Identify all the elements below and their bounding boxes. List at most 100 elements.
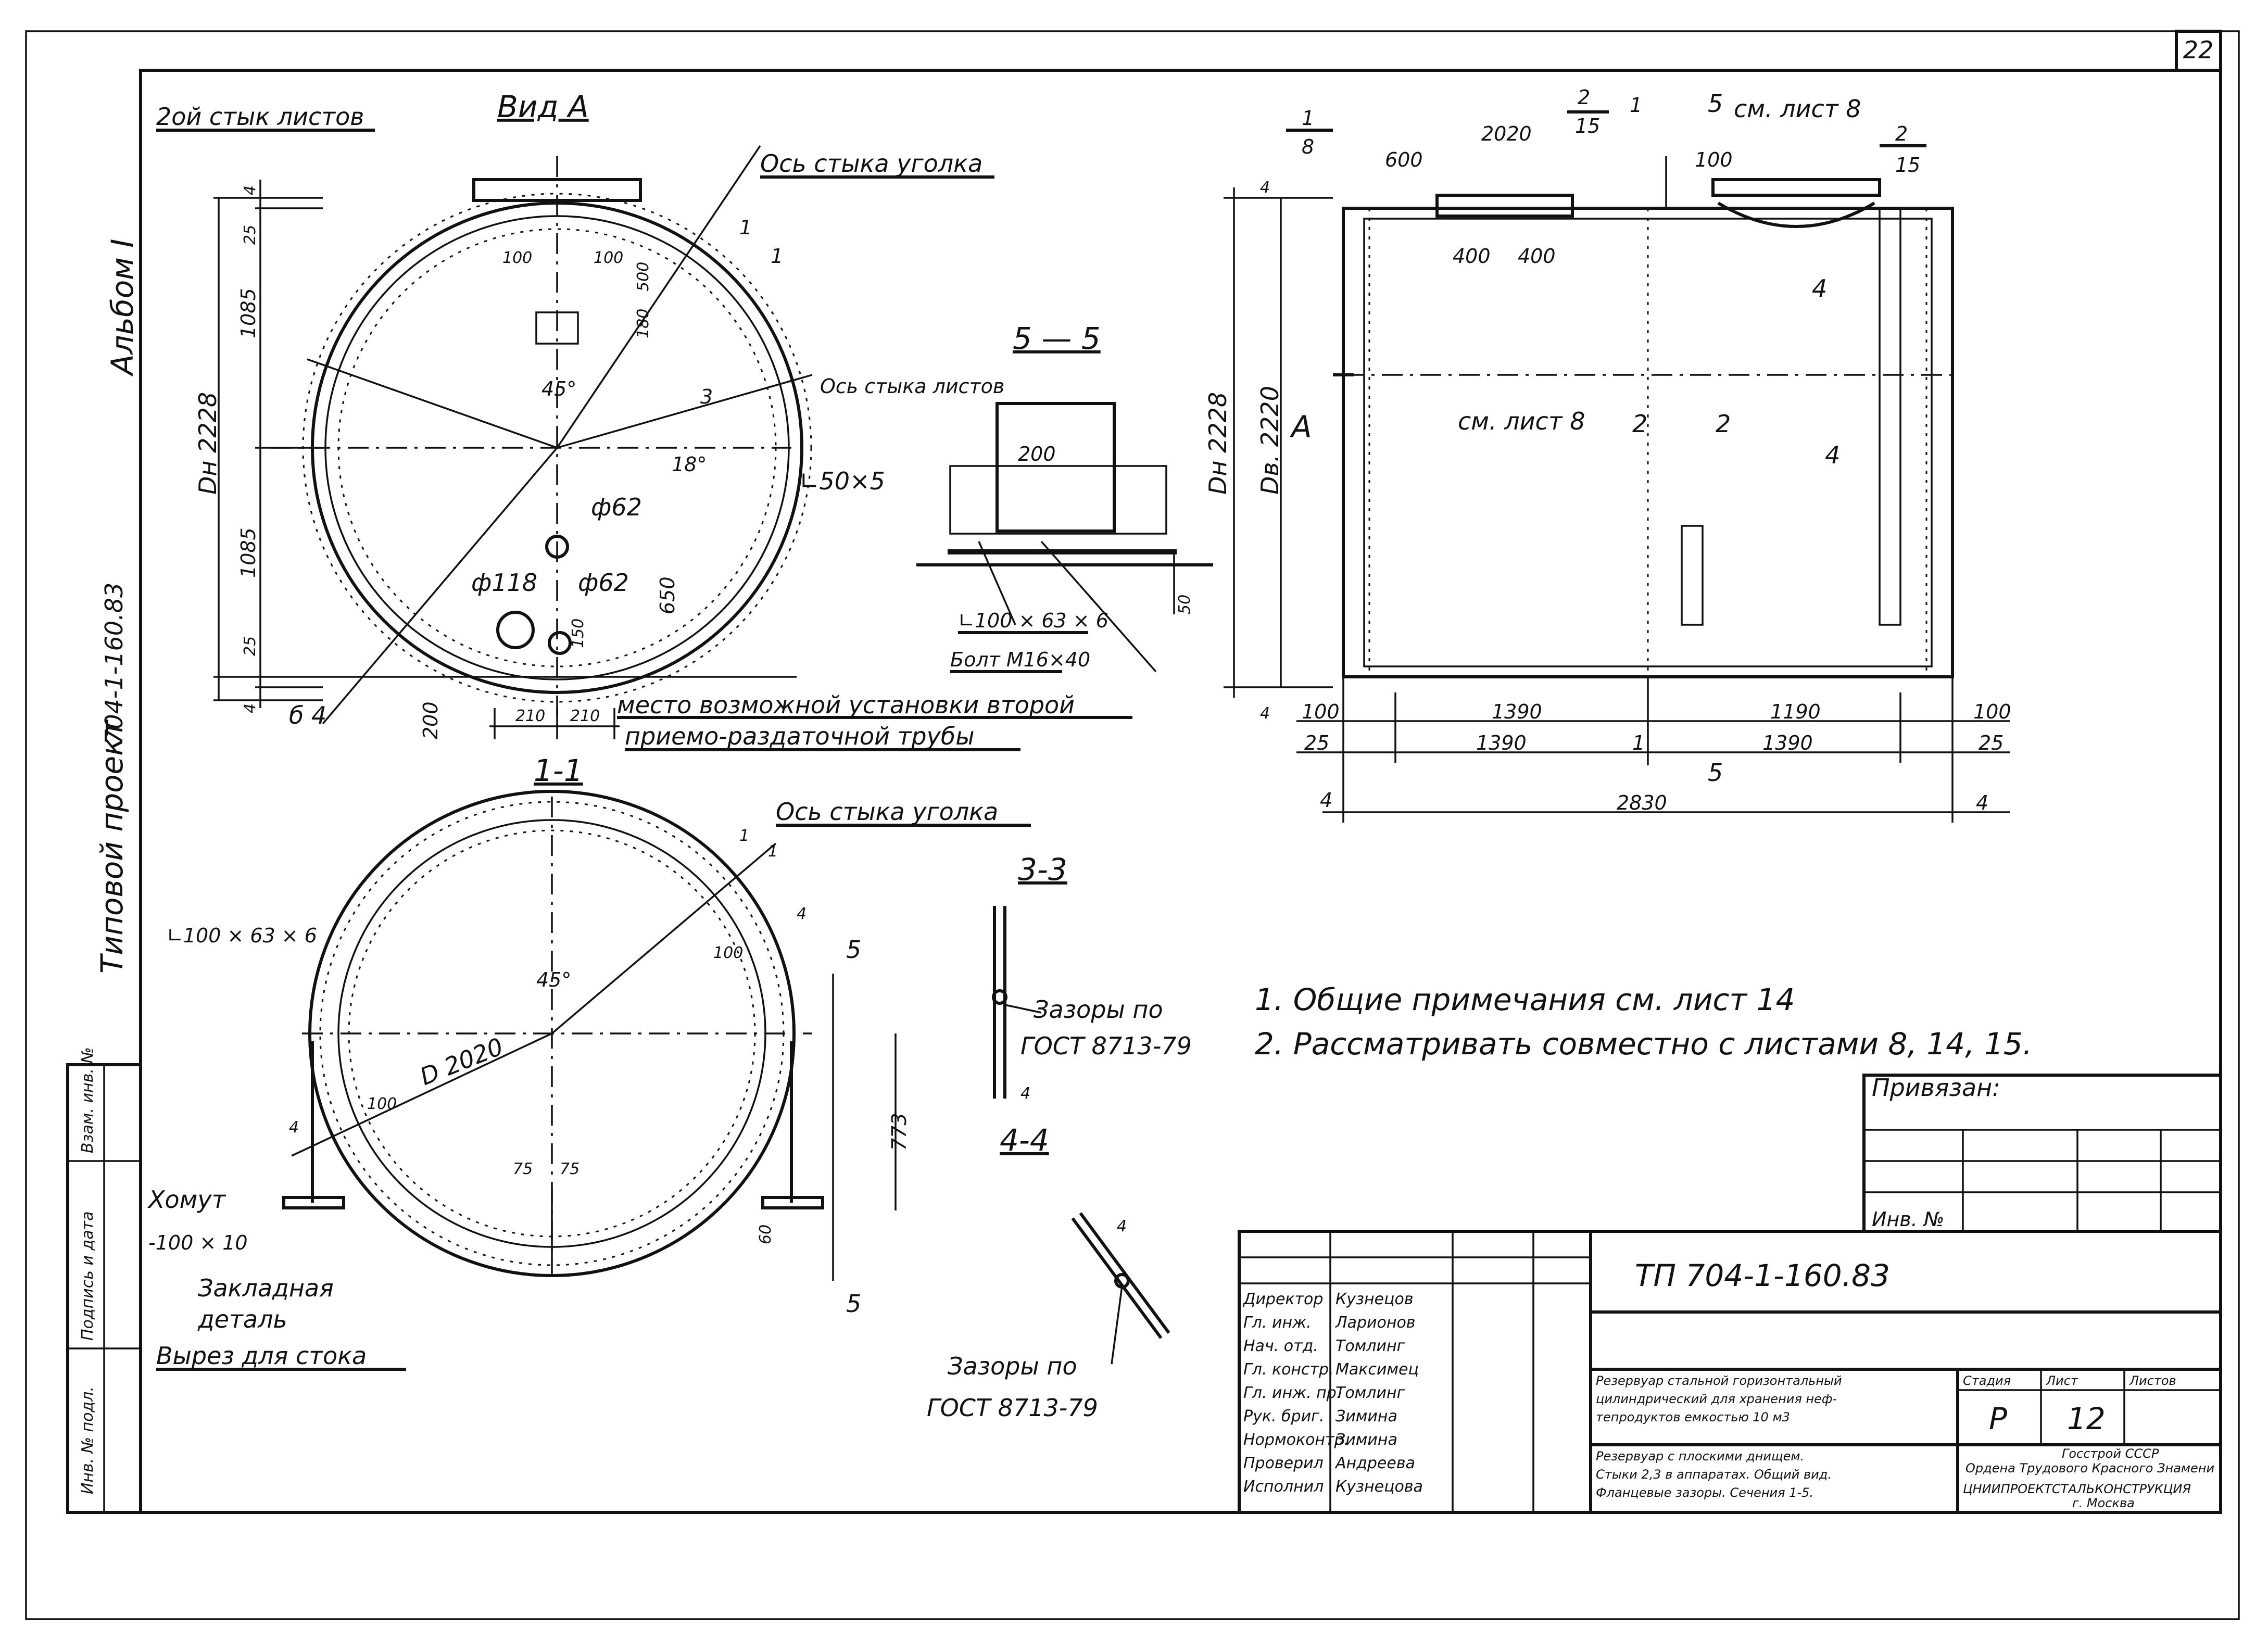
note-2: 2. Рассматривать совместно с листами 8, … (1255, 1026, 2032, 1062)
side-view-dim-5: 5 (1708, 759, 1723, 787)
side-view-dim-dv: Dв. 2220 (1256, 386, 1284, 495)
tb-bound-to: Привязан: (1872, 1074, 2000, 1102)
side-view-frac-2-15-b-den: 15 (1895, 154, 1920, 176)
tb-sheet-desc-3: Фланцевые зазоры. Сечения 1-5. (1596, 1485, 1813, 1500)
view-a-dim-1085-bot: 1085 (237, 527, 260, 578)
side-view-dim-4-bot: 4 (1260, 704, 1270, 723)
side-view-dim-25-r: 25 (1979, 731, 2004, 754)
side-view-dim-1390-c: 1390 (1762, 731, 1813, 754)
view-a-dim-150: 150 (569, 619, 587, 648)
tb-description-3: тепродуктов емкостью 10 м3 (1596, 1410, 1790, 1424)
view-a-dim-200: 200 (419, 701, 442, 739)
section-5-5-angle: ∟100 × 63 × 6 (958, 609, 1108, 632)
tb-sheet-desc-1: Резервуар с плоскими днищем. (1596, 1449, 1804, 1464)
section-1-1-dim-100-a: 100 (367, 1095, 397, 1113)
view-a-angle-45: 45° (541, 377, 576, 400)
tb-role-4: Гл. инж. пр. (1243, 1384, 1341, 1402)
tb-role-7: Проверил (1243, 1454, 1324, 1472)
section-1-1-dim-4-a: 4 (289, 1118, 299, 1137)
tb-role-1: Гл. инж. (1243, 1314, 1312, 1332)
side-view-dim-600: 600 (1385, 148, 1423, 171)
side-stamp-inv: Инв. № подл. (79, 1386, 97, 1494)
view-a-dim-180: 180 (634, 309, 652, 338)
side-stamp-sign: Подпись и дата (79, 1212, 97, 1341)
view-a-dim-6-4: б 4 (289, 701, 326, 729)
view-a-sheet-axis-label-1: Ось стыка листов (820, 375, 1004, 398)
side-view-dim-1: 1 (1632, 731, 1645, 754)
section-4-4-gap-1: Зазоры по (948, 1352, 1077, 1380)
tb-stage: Р (1989, 1401, 2007, 1436)
section-4-4-gap-2: ГОСТ 8713-79 (927, 1394, 1098, 1422)
section-5-5-bolt: Болт М16×40 (950, 648, 1090, 671)
tb-org-4: г. Москва (2072, 1496, 2135, 1510)
side-view-dim-4-r: 4 (1976, 791, 1988, 814)
section-1-1-embed-2: деталь (197, 1305, 287, 1333)
section-1-1-dim-4-b: 4 (797, 905, 807, 923)
view-a-phi62-a: ф62 (591, 493, 642, 521)
tb-name-8: Кузнецова (1335, 1478, 1423, 1496)
side-view-dim-100: 100 (1695, 148, 1733, 171)
section-1-1-angle: ∟100 × 63 × 6 (167, 924, 317, 947)
tb-doc-code: ТП 704-1-160.83 (1635, 1258, 1890, 1293)
view-a-angle-axis-label: Ось стыка уголка (760, 149, 982, 178)
section-1-1-dim-1-b: 1 (768, 842, 778, 861)
project-code: 704-1-160.83 (100, 583, 128, 745)
section-3-3-gap-1: Зазоры по (1034, 995, 1163, 1024)
section-5-5 (916, 402, 1213, 673)
view-a-title: Вид А (497, 89, 589, 124)
section-1-1-clamp: Хомут (147, 1185, 226, 1214)
view-a-dim-100-b: 100 (594, 249, 623, 267)
side-view-frac-2-15-a-den: 15 (1575, 115, 1600, 137)
section-1-1-dim-773: 773 (888, 1113, 911, 1151)
section-1-1-dim-100-b: 100 (713, 944, 743, 962)
page-number: 22 (2183, 36, 2214, 64)
view-a-angle-label: ∟50×5 (799, 467, 885, 495)
tb-name-2: Томлинг (1335, 1337, 1405, 1355)
side-view-frac-1-8-num: 1 (1302, 107, 1314, 130)
view-a-angle-18: 18° (672, 453, 707, 476)
section-1-1-sec-5-top: 5 (846, 936, 861, 964)
section-4-4 (1071, 1212, 1170, 1365)
section-3-3-title: 3-3 (1018, 852, 1067, 887)
tb-name-3: Максимец (1335, 1360, 1419, 1379)
view-a-dim-500: 500 (634, 262, 652, 292)
view-a-phi118: ф118 (471, 569, 537, 597)
side-view-dim-1190: 1190 (1770, 700, 1821, 723)
section-1-1-dim-75-a: 75 (513, 1160, 533, 1178)
project-label: Типовой проект (94, 719, 130, 974)
tb-description-1: Резервуар стальной горизонтальный (1596, 1373, 1842, 1388)
tb-org-2: Ордена Трудового Красного Знамени (1965, 1461, 2214, 1475)
view-a-dim-1085-top: 1085 (237, 288, 260, 338)
view-a-dim-25-top: 25 (241, 225, 259, 245)
view-a-dim-210-b: 210 (570, 707, 600, 725)
album-label: Альбом I (105, 239, 140, 377)
tb-name-0: Кузнецов (1335, 1290, 1414, 1308)
tb-role-6: Нормоконтр. (1243, 1431, 1349, 1449)
side-view-dim-100-r: 100 (1973, 700, 2011, 723)
side-view-sec-5: 5 (1708, 90, 1723, 118)
tb-role-5: Рук. бриг. (1243, 1407, 1324, 1426)
view-a-note-place-1: место возможной установки второй (617, 691, 1075, 719)
section-3-3 (992, 906, 1042, 1099)
side-view-sec-4-a: 4 (1812, 274, 1827, 302)
side-view-note-sheet8: см. лист 8 (1458, 407, 1585, 435)
section-3-3-dim-4: 4 (1020, 1084, 1030, 1103)
tb-inv-no: Инв. № (1872, 1208, 1944, 1231)
section-1-1-cutout: Вырез для стока (156, 1342, 367, 1370)
view-a-dim-650: 650 (656, 576, 679, 614)
side-view-frac-2-15-a-num: 2 (1578, 86, 1590, 109)
section-1-1-dim-1-a: 1 (739, 827, 749, 845)
view-a-dim-dh: Dн 2228 (194, 392, 222, 495)
side-view-sec-2-b: 2 (1716, 410, 1731, 438)
side-view-dim-4-top: 4 (1260, 179, 1270, 197)
side-view-dim-100-l: 100 (1302, 700, 1340, 723)
side-view-sec-2-a: 2 (1632, 410, 1647, 438)
title-block (1238, 1074, 2222, 1514)
tb-description-2: цилиндрический для хранения неф- (1596, 1392, 1837, 1406)
section-4-4-title: 4-4 (1000, 1122, 1049, 1158)
tb-sheet-desc-2: Стыки 2,3 в аппаратах. Общий вид. (1596, 1467, 1832, 1482)
side-view-note-sheet8-top: см. лист 8 (1734, 95, 1861, 123)
section-5-5-dim-50: 50 (1176, 595, 1194, 614)
section-1-1-title: 1-1 (534, 753, 583, 788)
